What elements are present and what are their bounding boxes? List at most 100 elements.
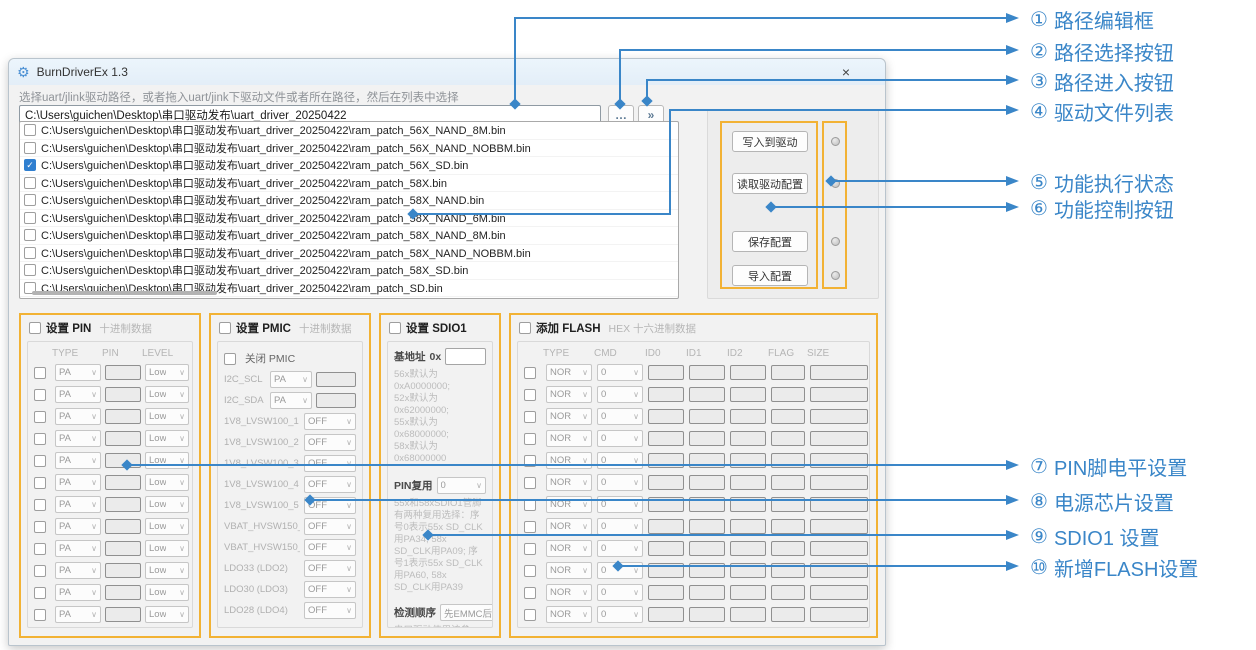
pin-level-select[interactable]: Low∨: [145, 408, 189, 425]
pin-level-select[interactable]: Low∨: [145, 496, 189, 513]
flash-id2-input[interactable]: [730, 607, 766, 622]
flash-id1-input[interactable]: [689, 607, 725, 622]
pmic-switch-select[interactable]: OFF∨: [304, 518, 356, 535]
flash-type-select[interactable]: NOR∨: [546, 430, 592, 447]
pin-number-input[interactable]: [105, 541, 141, 556]
flash-id0-input[interactable]: [648, 409, 684, 424]
flash-id0-input[interactable]: [648, 387, 684, 402]
flash-id2-input[interactable]: [730, 497, 766, 512]
flash-id1-input[interactable]: [689, 365, 725, 380]
flash-row-checkbox[interactable]: [524, 586, 536, 599]
pin-level-select[interactable]: Low∨: [145, 518, 189, 535]
flash-id0-input[interactable]: [648, 453, 684, 468]
flash-flag-input[interactable]: [771, 409, 805, 424]
flash-id1-input[interactable]: [689, 585, 725, 600]
flash-size-input[interactable]: [810, 497, 868, 512]
pin-level-select[interactable]: Low∨: [145, 562, 189, 579]
pin-level-select[interactable]: Low∨: [145, 606, 189, 623]
flash-id0-input[interactable]: [648, 475, 684, 490]
flash-id1-input[interactable]: [689, 475, 725, 490]
flash-cmd-select[interactable]: 0∨: [597, 606, 643, 623]
pin-type-select[interactable]: PA∨: [55, 518, 101, 535]
pin-row-checkbox[interactable]: [34, 410, 46, 423]
pmic-i2c-pin-input[interactable]: [316, 393, 356, 408]
file-list-item[interactable]: C:\Users\guichen\Desktop\串口驱动发布\uart_dri…: [20, 227, 678, 245]
flash-id1-input[interactable]: [689, 453, 725, 468]
flash-id1-input[interactable]: [689, 519, 725, 534]
flash-size-input[interactable]: [810, 453, 868, 468]
flash-flag-input[interactable]: [771, 365, 805, 380]
flash-flag-input[interactable]: [771, 607, 805, 622]
flash-cmd-select[interactable]: 0∨: [597, 540, 643, 557]
pin-row-checkbox[interactable]: [34, 454, 46, 467]
pin-mux-select[interactable]: 0 ∨: [436, 477, 486, 494]
pin-row-checkbox[interactable]: [34, 542, 46, 555]
action-button[interactable]: 读取驱动配置: [732, 173, 808, 194]
pin-number-input[interactable]: [105, 409, 141, 424]
pin-number-input[interactable]: [105, 431, 141, 446]
flash-type-select[interactable]: NOR∨: [546, 562, 592, 579]
flash-row-checkbox[interactable]: [524, 498, 536, 511]
flash-row-checkbox[interactable]: [524, 542, 536, 555]
flash-row-checkbox[interactable]: [524, 564, 536, 577]
flash-size-input[interactable]: [810, 563, 868, 578]
flash-flag-input[interactable]: [771, 541, 805, 556]
pin-type-select[interactable]: PA∨: [55, 496, 101, 513]
horizontal-scrollbar[interactable]: [32, 291, 217, 295]
flash-size-input[interactable]: [810, 585, 868, 600]
file-checkbox[interactable]: [24, 264, 36, 277]
pin-level-select[interactable]: Low∨: [145, 364, 189, 381]
base-address-input[interactable]: [445, 348, 486, 365]
flash-cmd-select[interactable]: 0∨: [597, 408, 643, 425]
flash-id1-input[interactable]: [689, 563, 725, 578]
flash-row-checkbox[interactable]: [524, 388, 536, 401]
pin-row-checkbox[interactable]: [34, 366, 46, 379]
flash-id0-input[interactable]: [648, 607, 684, 622]
flash-size-input[interactable]: [810, 431, 868, 446]
flash-id0-input[interactable]: [648, 431, 684, 446]
pin-level-select[interactable]: Low∨: [145, 474, 189, 491]
flash-flag-input[interactable]: [771, 475, 805, 490]
flash-row-checkbox[interactable]: [524, 454, 536, 467]
pin-level-select[interactable]: Low∨: [145, 386, 189, 403]
action-button[interactable]: 导入配置: [732, 265, 808, 286]
file-checkbox[interactable]: [24, 194, 36, 207]
flash-type-select[interactable]: NOR∨: [546, 386, 592, 403]
file-list-item[interactable]: C:\Users\guichen\Desktop\串口驱动发布\uart_dri…: [20, 175, 678, 192]
file-checkbox[interactable]: [24, 281, 36, 294]
pin-row-checkbox[interactable]: [34, 432, 46, 445]
pin-number-input[interactable]: [105, 453, 141, 468]
pmic-off-checkbox[interactable]: [224, 352, 236, 365]
pin-type-select[interactable]: PA∨: [55, 562, 101, 579]
pmic-switch-select[interactable]: OFF∨: [304, 602, 356, 619]
pin-level-select[interactable]: Low∨: [145, 452, 189, 469]
file-checkbox[interactable]: [24, 229, 36, 242]
flash-type-select[interactable]: NOR∨: [546, 540, 592, 557]
flash-flag-input[interactable]: [771, 585, 805, 600]
pin-level-select[interactable]: Low∨: [145, 584, 189, 601]
flash-type-select[interactable]: NOR∨: [546, 452, 592, 469]
flash-size-input[interactable]: [810, 387, 868, 402]
pin-type-select[interactable]: PA∨: [55, 606, 101, 623]
sdio1-enable-checkbox[interactable]: [389, 322, 401, 334]
pin-type-select[interactable]: PA∨: [55, 386, 101, 403]
pin-row-checkbox[interactable]: [34, 388, 46, 401]
flash-row-checkbox[interactable]: [524, 410, 536, 423]
flash-id2-input[interactable]: [730, 453, 766, 468]
flash-cmd-select[interactable]: 0∨: [597, 452, 643, 469]
pmic-switch-select[interactable]: OFF∨: [304, 497, 356, 514]
file-list-item[interactable]: C:\Users\guichen\Desktop\串口驱动发布\uart_dri…: [20, 262, 678, 280]
flash-size-input[interactable]: [810, 519, 868, 534]
flash-type-select[interactable]: NOR∨: [546, 364, 592, 381]
flash-row-checkbox[interactable]: [524, 608, 536, 621]
flash-id0-input[interactable]: [648, 497, 684, 512]
pin-type-select[interactable]: PA∨: [55, 584, 101, 601]
pmic-switch-select[interactable]: OFF∨: [304, 476, 356, 493]
file-list-item[interactable]: C:\Users\guichen\Desktop\串口驱动发布\uart_dri…: [20, 122, 678, 140]
pin-level-select[interactable]: Low∨: [145, 430, 189, 447]
file-checkbox[interactable]: [24, 211, 36, 224]
action-button[interactable]: 保存配置: [732, 231, 808, 252]
flash-id1-input[interactable]: [689, 541, 725, 556]
flash-enable-checkbox[interactable]: [519, 322, 531, 334]
pin-number-input[interactable]: [105, 365, 141, 380]
